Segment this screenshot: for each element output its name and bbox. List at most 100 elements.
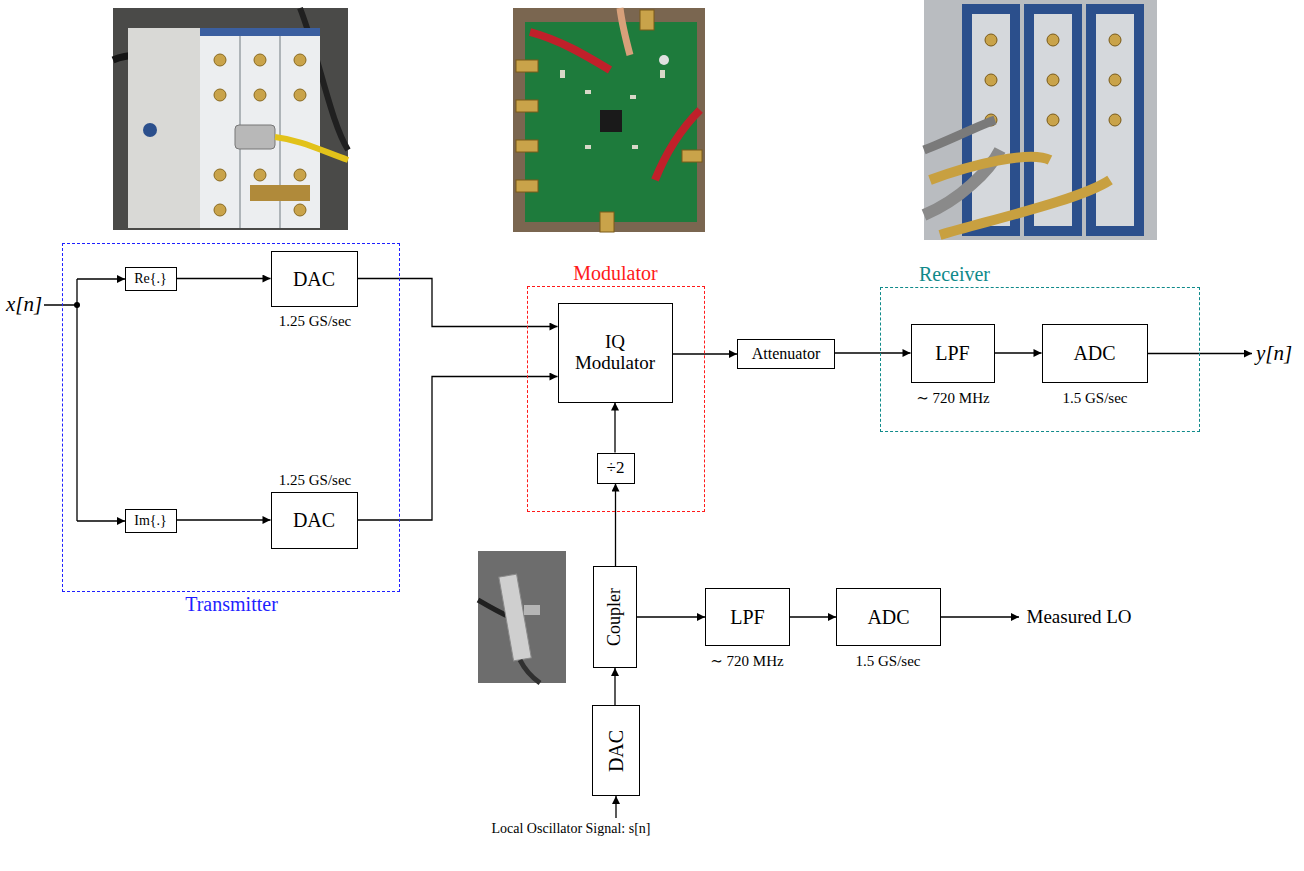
signal-connector xyxy=(177,278,271,279)
dac-instrument-photo xyxy=(200,28,320,228)
cutoff-frequency: ∼ 720 MHz xyxy=(916,390,989,407)
signal-connector xyxy=(835,352,911,353)
divider-box: ÷2 xyxy=(597,453,635,484)
dac-instrument-photo xyxy=(113,8,348,230)
junction-dot xyxy=(74,302,80,308)
coupler-photo xyxy=(499,574,531,661)
dac-instrument-photo xyxy=(214,204,226,216)
dac-instrument-photo xyxy=(294,204,306,216)
node-text: ADC xyxy=(867,606,909,628)
signal-name: y[n] xyxy=(1256,342,1292,365)
modulator-board-photo xyxy=(560,70,565,78)
modulator-board-photo xyxy=(513,8,705,232)
output-wire xyxy=(941,616,1019,617)
function-box: Re{.} xyxy=(125,267,177,291)
node-text: ÷2 xyxy=(607,459,625,478)
coupler-box: Coupler xyxy=(593,566,637,668)
receiver-digitizer-photo xyxy=(1096,14,1134,226)
output-name: Measured LO xyxy=(1027,607,1132,628)
coupler-photo xyxy=(478,551,566,683)
filter-box: LPF xyxy=(705,588,790,646)
modulator-board-photo xyxy=(560,70,665,149)
modulator-board-photo xyxy=(516,180,538,192)
transmitter-group: Re{.}Im{.}DACDACTransmitter xyxy=(62,243,400,592)
node-text: Re{.} xyxy=(134,271,167,286)
coupler-photo xyxy=(478,551,566,683)
sample-rate: 1.5 GS/sec xyxy=(1063,390,1128,407)
dac-instrument-photo xyxy=(214,169,226,181)
node-text: DAC xyxy=(293,509,335,531)
dac-instrument-photo xyxy=(235,125,275,149)
receiver-digitizer-photo xyxy=(1047,34,1059,46)
receiver-digitizer-photo xyxy=(1047,74,1059,86)
modulator-board-photo xyxy=(525,22,697,222)
attenuator-box: Attenuator xyxy=(737,339,835,369)
modulator-board-photo xyxy=(640,10,654,30)
input-wire xyxy=(77,520,125,521)
modulator-board-photo xyxy=(600,110,622,132)
coupler-photo xyxy=(524,605,540,615)
node-text: ADC xyxy=(1073,342,1115,364)
dac-instrument-photo xyxy=(143,123,157,137)
signal-connector xyxy=(615,484,616,567)
adc-box: ADC xyxy=(1042,324,1148,383)
node-text: Attenuator xyxy=(752,345,820,363)
dac-instrument-photo xyxy=(275,137,348,160)
modulator-board-photo xyxy=(516,140,538,152)
node-text: Coupler xyxy=(605,588,625,646)
signal-connector xyxy=(995,352,1042,353)
coupler-photo xyxy=(520,660,540,683)
modulator-board-photo xyxy=(516,100,538,112)
receiver-digitizer-photo xyxy=(985,34,997,46)
modulator-board-photo xyxy=(585,90,591,94)
output-wire xyxy=(1148,353,1252,354)
receiver-digitizer-photo xyxy=(1109,34,1121,46)
modulator-board-photo xyxy=(516,60,538,72)
dac-instrument-photo xyxy=(254,54,266,66)
sample-rate: 1.5 GS/sec xyxy=(856,653,921,670)
node-text: LPF xyxy=(730,606,764,628)
cutoff-frequency: ∼ 720 MHz xyxy=(710,653,783,670)
dac-instrument-photo xyxy=(254,89,266,101)
node-text: IQ Modulator xyxy=(568,332,663,374)
receiver-digitizer-photo xyxy=(930,157,1050,180)
modulator-board-photo xyxy=(660,70,665,78)
modulator-board-photo xyxy=(659,55,669,65)
node-text: Im{.} xyxy=(134,513,167,528)
input-wire xyxy=(77,278,125,279)
receiver-digitizer-photo xyxy=(924,0,1157,240)
input-wire xyxy=(615,796,616,818)
dac-instrument-photo xyxy=(294,89,306,101)
modulator-board-photo xyxy=(620,8,630,55)
filter-box: LPF xyxy=(911,324,995,383)
receiver-digitizer-photo xyxy=(985,34,1121,126)
dac-box: DAC xyxy=(592,705,640,796)
signal-connector xyxy=(614,668,615,705)
receiver-digitizer-photo xyxy=(1109,74,1121,86)
modulator-board-photo xyxy=(630,95,636,99)
modulator-board-photo xyxy=(530,32,610,70)
input-name: Local Oscillator Signal: s[n] xyxy=(491,821,650,836)
receiver-digitizer-photo xyxy=(924,0,1157,240)
modulator-board-photo xyxy=(655,110,700,180)
dac-instrument-photo xyxy=(214,89,226,101)
function-box: Im{.} xyxy=(125,509,177,533)
node-text: DAC xyxy=(605,729,627,771)
modulator-board-photo xyxy=(516,10,702,232)
receiver-digitizer-photo xyxy=(1086,4,1144,236)
receiver-digitizer-photo xyxy=(985,74,997,86)
signal-connector xyxy=(614,403,615,453)
modulator-board-photo xyxy=(632,145,638,149)
receiver-digitizer-photo xyxy=(940,180,1110,235)
group-heading: Modulator xyxy=(573,262,657,284)
sample-rate: 1.25 GS/sec xyxy=(279,472,352,489)
node-text: DAC xyxy=(293,268,335,290)
sample-rate: 1.25 GS/sec xyxy=(279,313,352,330)
modulator-board-photo xyxy=(585,145,591,149)
dac-instrument-photo xyxy=(294,54,306,66)
group-heading: Receiver xyxy=(919,263,990,285)
dac-box: DAC xyxy=(271,492,358,549)
modulator-board-photo xyxy=(600,212,614,232)
